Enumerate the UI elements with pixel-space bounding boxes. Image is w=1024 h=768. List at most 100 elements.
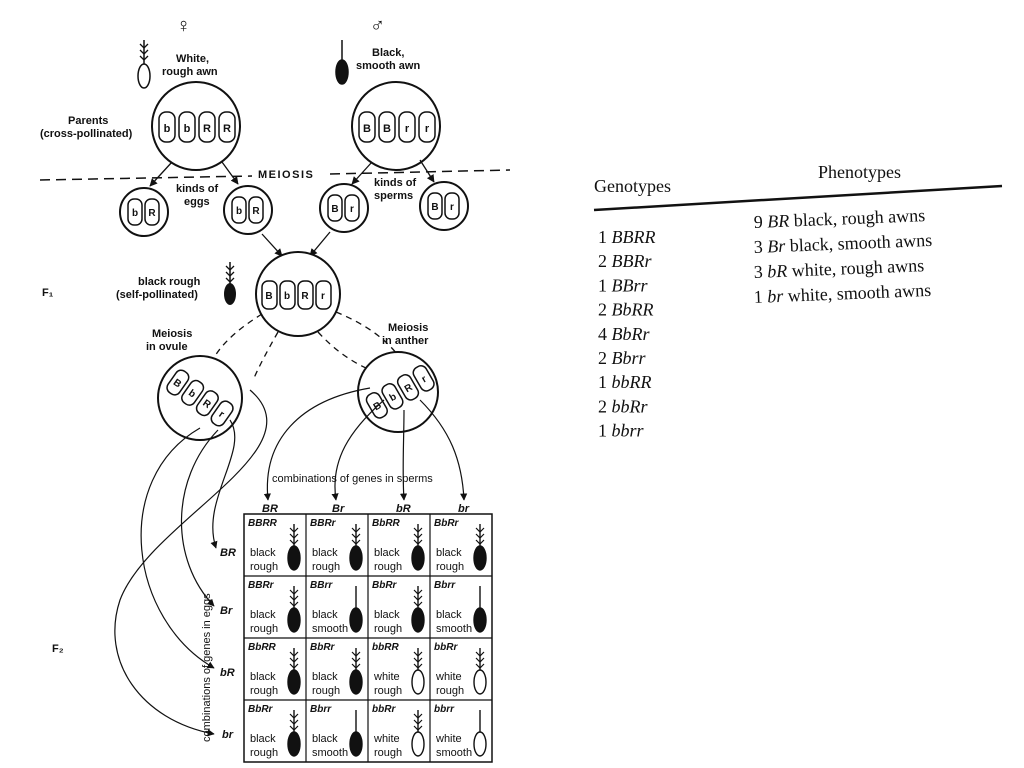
cell-phenotype-color: white xyxy=(373,671,400,683)
eggs-label-2: eggs xyxy=(184,196,210,208)
cell-genotype: BBRr xyxy=(248,580,275,591)
cell-genotype: BBRr xyxy=(310,518,337,529)
f1-plant-label-1: black rough xyxy=(138,276,201,288)
gene-label: b xyxy=(164,123,171,135)
sperm-headers: BR Br bR br xyxy=(262,503,470,515)
genotype-item: 1 BBrr xyxy=(598,275,648,295)
cell-phenotype-awn: rough xyxy=(436,561,464,573)
black-smooth-seed-icon xyxy=(349,710,363,757)
parents-label-2: (cross-pollinated) xyxy=(40,128,133,140)
phenotypes-header: Phenotypes xyxy=(818,162,901,182)
black-rough-seed-icon xyxy=(349,524,363,571)
sperm-header: br xyxy=(458,503,470,515)
gene-label: B xyxy=(372,400,384,413)
cell-phenotype-color: black xyxy=(250,733,276,745)
cell-phenotype-color: black xyxy=(374,609,400,621)
cell-genotype: BbRr xyxy=(434,518,460,529)
gene-label: b xyxy=(132,208,138,219)
punnett-square: BBRRblackroughBBRrblackroughBbRRblackrou… xyxy=(243,513,493,763)
cell-phenotype-awn: rough xyxy=(312,685,340,697)
gene-label: r xyxy=(420,374,429,386)
gene-label: r xyxy=(425,123,430,135)
cell-phenotype-color: black xyxy=(436,609,462,621)
cell-phenotype-awn: rough xyxy=(374,561,402,573)
gene-label: b xyxy=(284,291,290,302)
cell-phenotype-color: black xyxy=(312,609,338,621)
genotype-item: 1 bbRR xyxy=(598,372,652,392)
genotype-item: 2 Bbrr xyxy=(598,348,647,368)
gene-label: r xyxy=(405,123,410,135)
egg-header: br xyxy=(222,729,234,741)
phenotype-item: 9 BR black, rough awns xyxy=(753,205,925,232)
female-chromosomes: b b R R xyxy=(158,111,236,143)
f1-label: F₁ xyxy=(42,287,54,299)
male-parent-cell xyxy=(351,81,441,171)
cell-phenotype-awn: rough xyxy=(250,685,278,697)
egg-headers: BR Br bR br xyxy=(220,547,236,741)
cell-genotype: bbrr xyxy=(434,704,455,715)
egg-header: Br xyxy=(220,605,233,617)
cell-phenotype-color: black xyxy=(250,609,276,621)
sperm-header: bR xyxy=(396,503,411,515)
gene-label: b xyxy=(186,388,197,401)
f1-plant-label-2: (self-pollinated) xyxy=(116,289,198,301)
black-rough-seed-icon xyxy=(411,586,425,633)
male-parent-label-2: smooth awn xyxy=(356,60,420,72)
gene-label: b xyxy=(236,206,242,217)
gene-label: r xyxy=(321,291,325,302)
cell-phenotype-color: black xyxy=(250,671,276,683)
ovule-label-1: Meiosis xyxy=(152,328,192,340)
black-rough-seed-icon xyxy=(287,524,301,571)
cell-phenotype-color: black xyxy=(250,547,276,559)
f1-chromosomes: B b R r xyxy=(261,280,332,310)
gene-label: R xyxy=(148,208,156,219)
grid-cell: Bbrr black smooth xyxy=(434,580,487,635)
cell-phenotype-awn: smooth xyxy=(312,747,348,759)
gene-label: R xyxy=(301,291,309,302)
gene-label: b xyxy=(388,391,399,404)
cell-phenotype-awn: rough xyxy=(374,747,402,759)
cell-genotype: BbRR xyxy=(372,518,401,529)
genotype-item: 1 BBRR xyxy=(598,227,655,247)
sperms-label-1: kinds of xyxy=(374,177,417,189)
genotype-item: 2 BbRR xyxy=(598,300,654,320)
cell-genotype: BbRr xyxy=(372,580,398,591)
cell-genotype: BbRr xyxy=(310,642,336,653)
white-rough-seed-icon xyxy=(473,648,487,695)
egg-combo-label: combinations of genes in eggs xyxy=(201,593,213,742)
cell-genotype: bbRR xyxy=(372,642,399,653)
female-parent-label-2: rough awn xyxy=(162,66,218,78)
cell-genotype: BbRR xyxy=(248,642,277,653)
phenotype-item: 3 bR white, rough awns xyxy=(753,255,924,282)
sperm-header: Br xyxy=(332,503,345,515)
f2-label: F₂ xyxy=(52,643,64,655)
gene-label: r xyxy=(217,409,227,420)
cell-phenotype-awn: rough xyxy=(436,685,464,697)
gene-label: B xyxy=(383,123,391,135)
table-rule xyxy=(593,184,1003,212)
black-rough-seed-icon xyxy=(287,586,301,633)
black-rough-seed-icon xyxy=(287,710,301,757)
female-parent-cell xyxy=(151,81,241,171)
cell-genotype: Bbrr xyxy=(434,580,456,591)
eggs-label-1: kinds of xyxy=(176,183,219,195)
male-chromosomes: B B r r xyxy=(358,111,436,143)
sperm-cell: B r xyxy=(419,181,469,231)
gene-label: R xyxy=(203,123,211,135)
cell-phenotype-awn: smooth xyxy=(436,623,472,635)
gene-label: R xyxy=(252,206,260,217)
egg-cell: b R xyxy=(119,187,169,237)
grid-cell: BbRR black rough xyxy=(248,642,301,697)
cell-genotype: bbRr xyxy=(434,642,458,653)
male-symbol: ♂ xyxy=(370,15,385,37)
meiosis-divider xyxy=(39,175,253,181)
white-rough-seed-icon xyxy=(411,710,425,757)
cell-genotype: bbRr xyxy=(372,704,396,715)
egg-header: BR xyxy=(220,547,236,559)
